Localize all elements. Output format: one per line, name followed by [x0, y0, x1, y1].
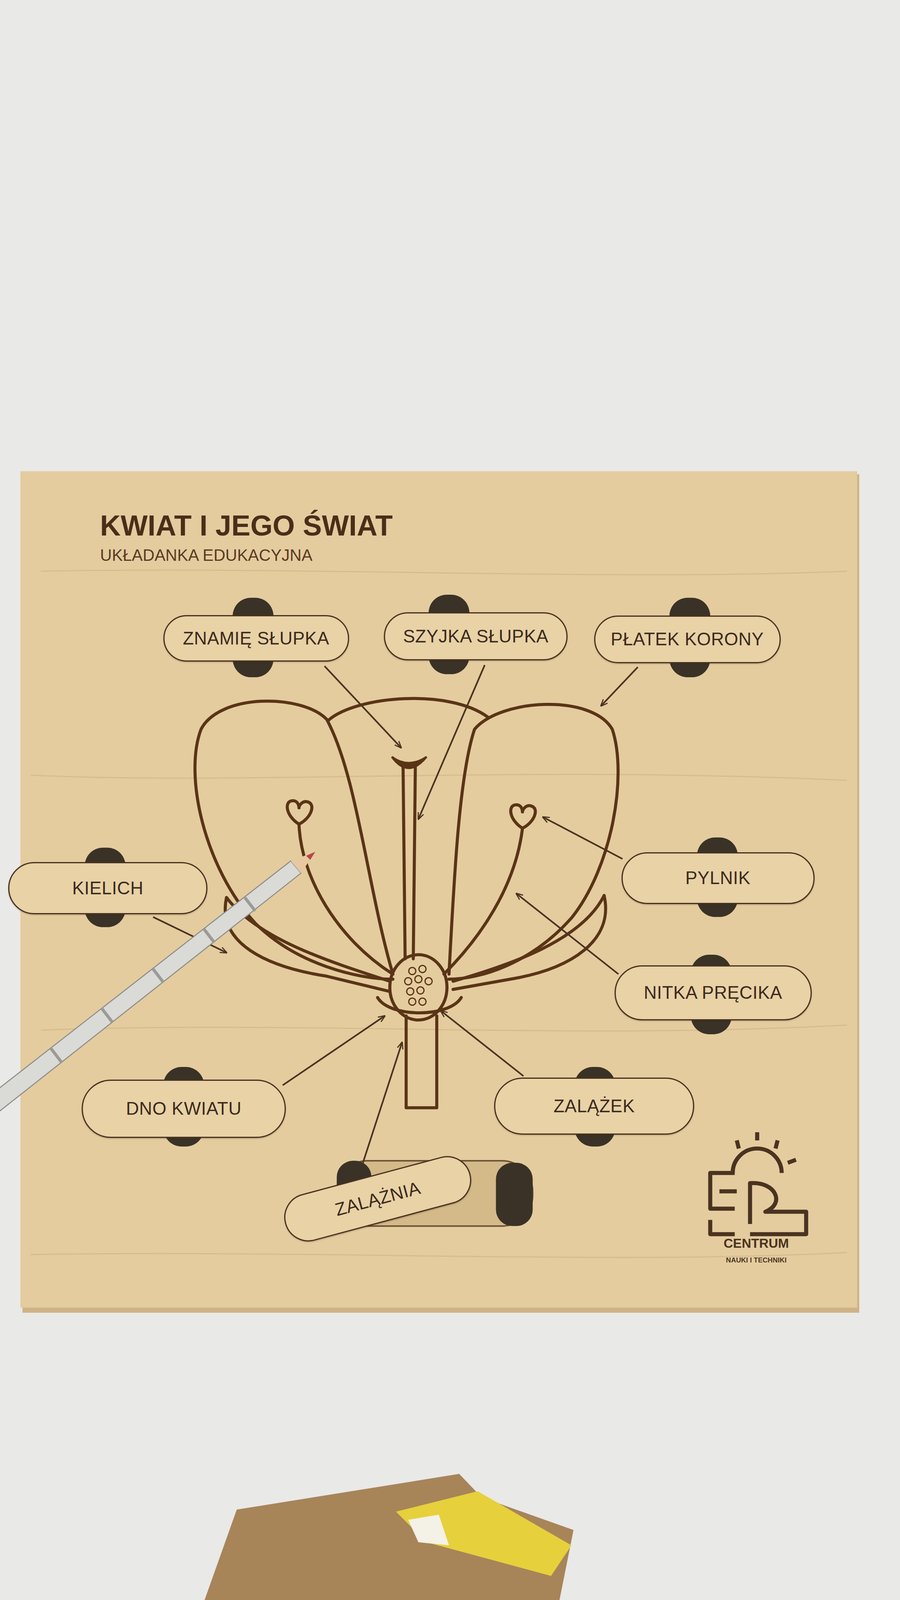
title: KWIAT I JEGO ŚWIAT [100, 509, 393, 543]
label-plate: DNO KWIATU [81, 1080, 286, 1139]
label-plate: NITKA PRĘCIKA [614, 965, 812, 1021]
plate-text: PŁATEK KORONY [610, 629, 765, 650]
subtitle: UKŁADANKA EDUKACYJNA [100, 546, 313, 565]
logo-text: CENTRUM [723, 1236, 789, 1252]
label-plate: KIELICH [8, 862, 208, 915]
plate-text: NITKA PRĘCIKA [643, 982, 782, 1004]
plate-text: SZYJKA SŁUPKA [403, 626, 549, 647]
label-plate: PYLNIK [621, 852, 815, 905]
plate-text: DNO KWIATU [126, 1098, 242, 1120]
plate-text: ZALĄŻNIA [332, 1178, 423, 1221]
plate-text: ZNAMIĘ SŁUPKA [182, 628, 330, 649]
label-plate: SZYJKA SŁUPKA [383, 612, 568, 661]
plate-text: KIELICH [72, 878, 144, 899]
plate-text: ZALĄŻEK [553, 1096, 635, 1117]
logo-text: NAUKI I TECHNIKI [726, 1256, 787, 1266]
plate-text: PYLNIK [685, 868, 751, 889]
label-plate: ZALĄŻEK [494, 1078, 695, 1136]
label-plate: ZNAMIĘ SŁUPKA [163, 615, 350, 662]
label-plate: PŁATEK KORONY [594, 615, 781, 664]
